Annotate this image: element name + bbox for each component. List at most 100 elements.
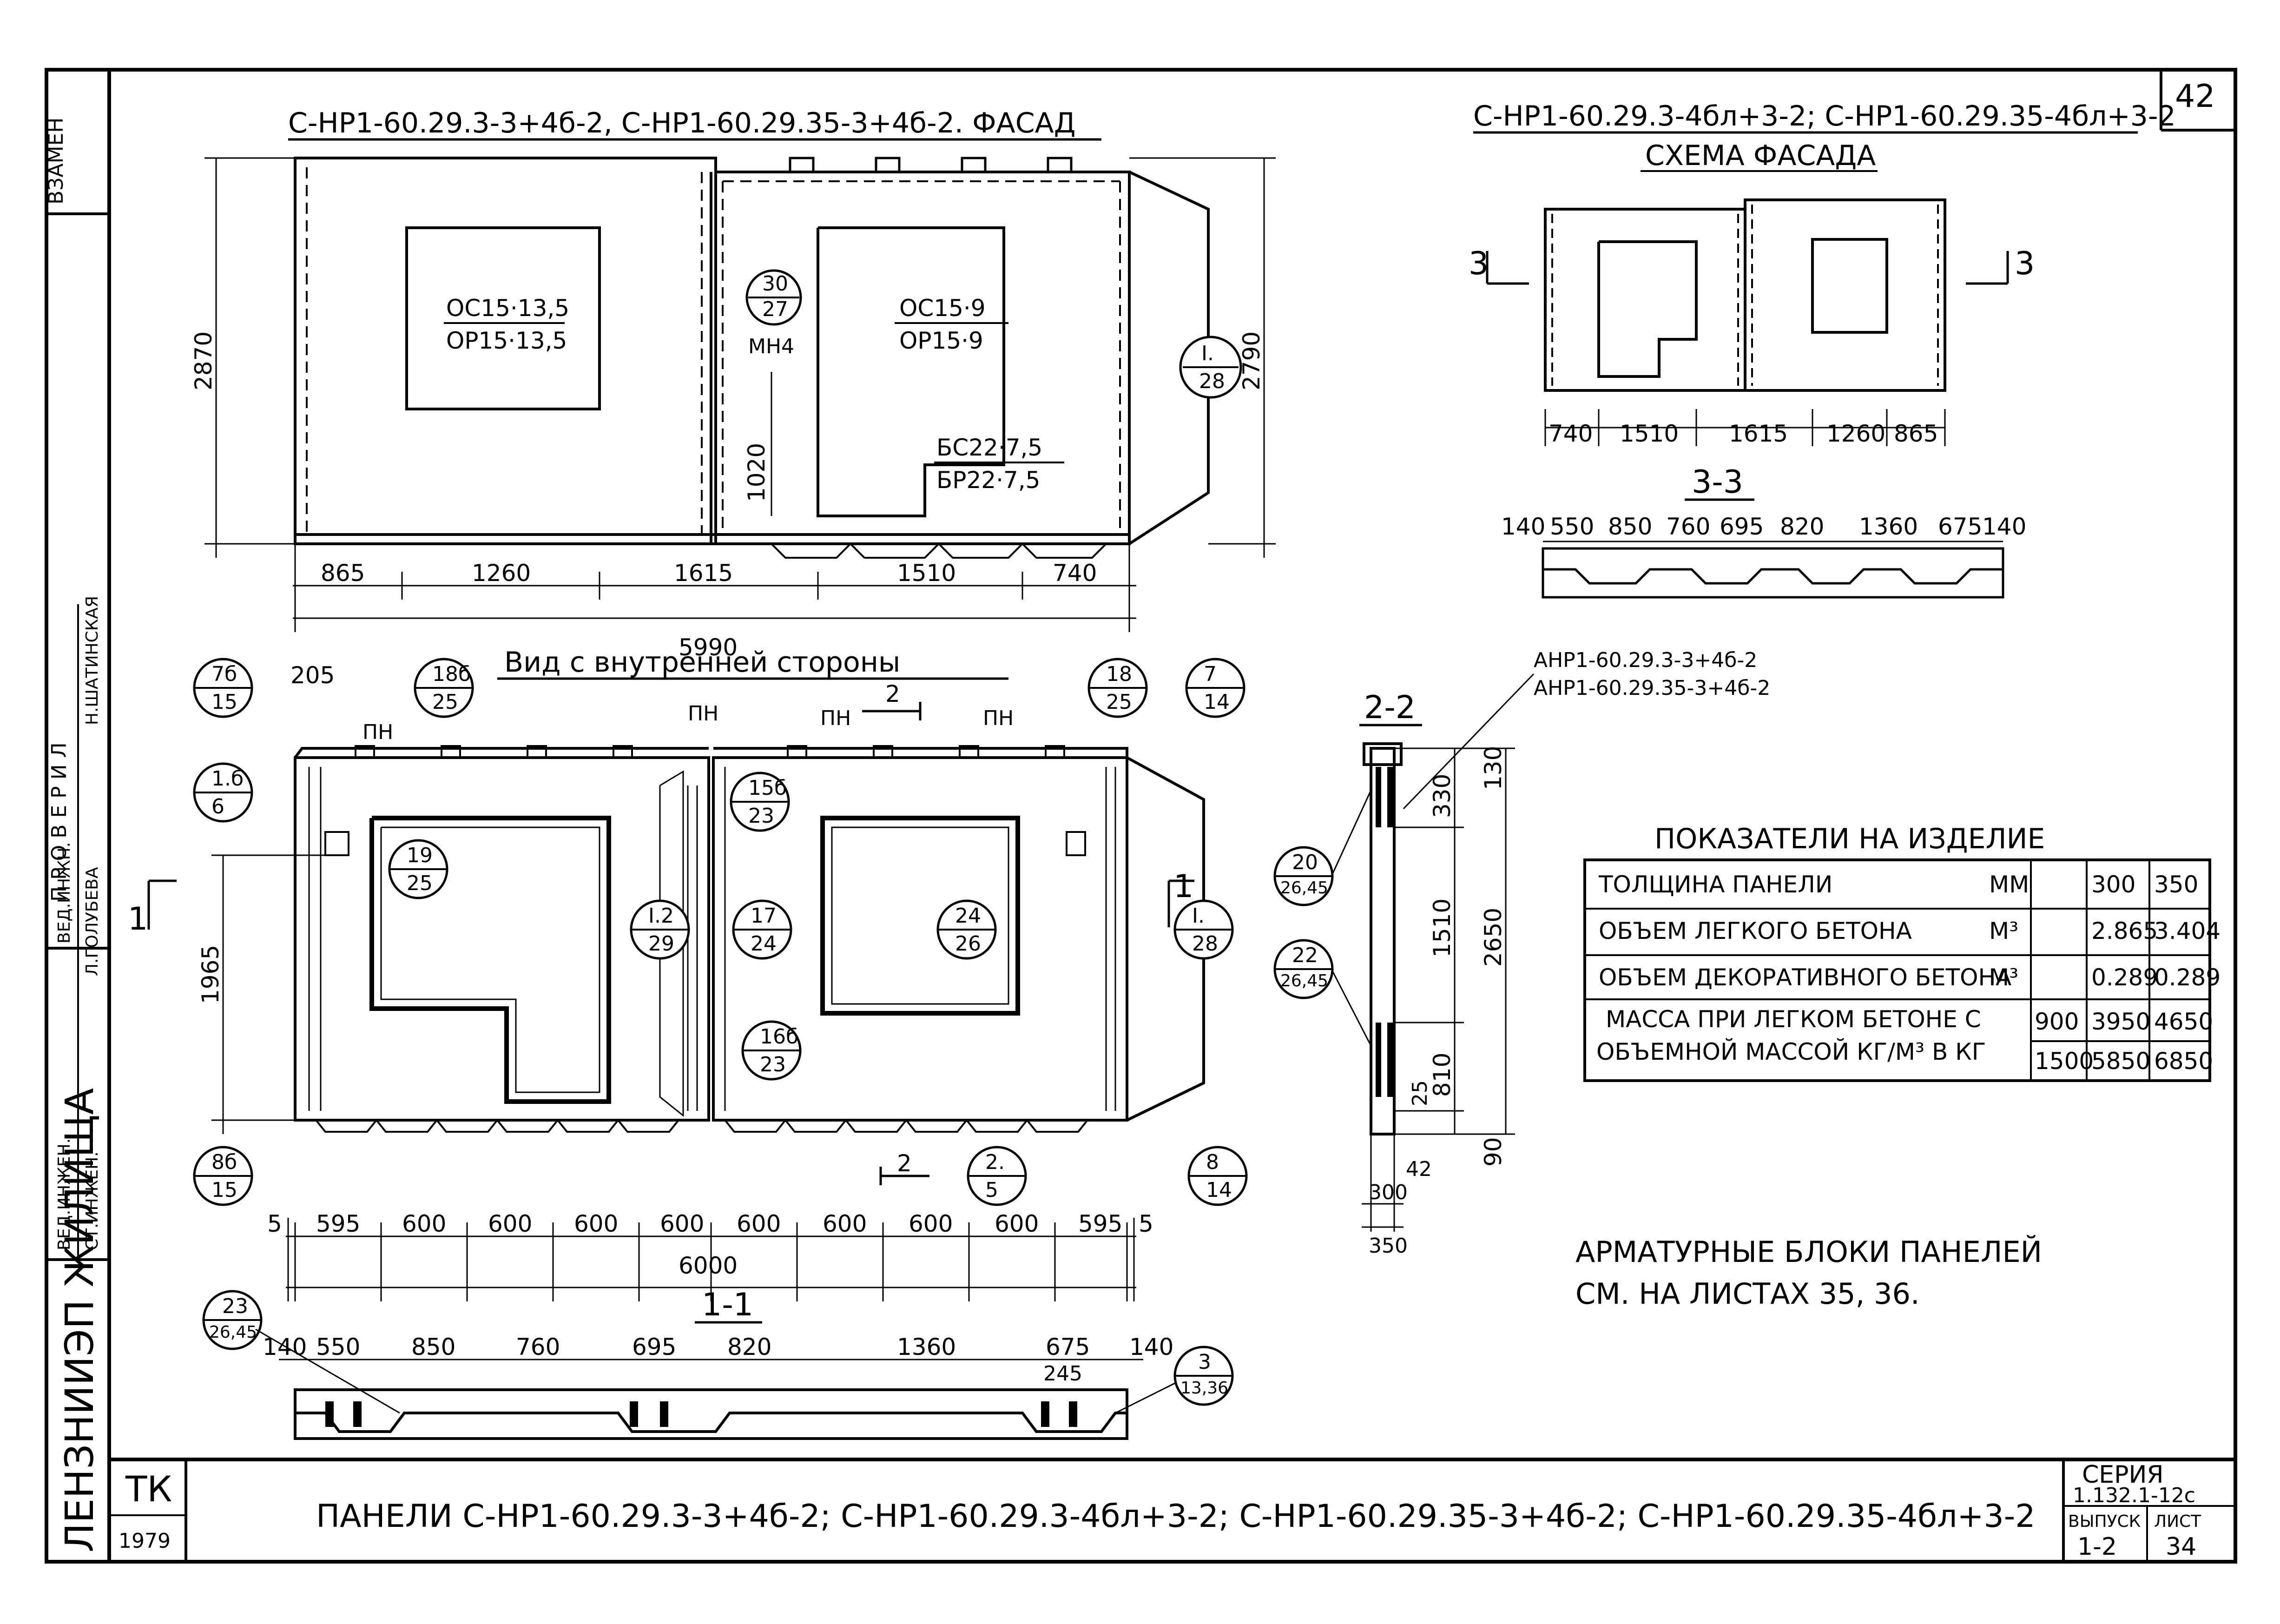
section11-title: 1-1 bbox=[702, 1287, 753, 1323]
series-value: 1.132.1-12с bbox=[2073, 1484, 2195, 1507]
facade-main: С-НР1-60.29.3-3+4б-2, С-НР1-60.29.35-3+4… bbox=[190, 107, 1276, 661]
callout-top: 7б bbox=[211, 662, 237, 686]
inner-dim: 5 bbox=[1139, 1210, 1153, 1237]
callout-bottom: 6 bbox=[211, 795, 224, 819]
cut2-top: 2 bbox=[885, 680, 900, 707]
inner-dim: 600 bbox=[574, 1210, 618, 1237]
indicator-label: ТОЛЩИНА ПАНЕЛИ bbox=[1598, 871, 1832, 898]
facade-bottom-teeth bbox=[771, 542, 1107, 559]
facade-dim: 740 bbox=[1053, 560, 1097, 587]
dim-300: 300 bbox=[1369, 1181, 1408, 1204]
dim-330: 330 bbox=[1429, 774, 1456, 818]
indicator-unit: ММ bbox=[1989, 871, 2029, 898]
section22-mark-1: АНР1-60.29.3-3+4б-2 bbox=[1534, 648, 1757, 672]
inner-view: Вид с внутренней стороны 205 bbox=[128, 646, 1248, 1301]
balcony-door-top-label: БС22·7,5 bbox=[936, 434, 1042, 461]
inner-dim: 600 bbox=[909, 1210, 953, 1237]
ved-inzh-label: ВЕД.ИНЖН. bbox=[55, 842, 74, 944]
facade-lifting-loops bbox=[789, 157, 1073, 173]
section33-dim: 550 bbox=[1550, 513, 1594, 540]
title-block: ТК 1979 ПАНЕЛИ С-НР1-60.29.3-3+4б-2; С-Н… bbox=[119, 1461, 2201, 1561]
callout-top: 19 bbox=[407, 844, 433, 867]
section22-mark-2: АНР1-60.29.35-3+4б-2 bbox=[1534, 676, 1770, 700]
callout-bottom: 25 bbox=[432, 690, 458, 714]
callout-22-2645: 22 26,45 bbox=[1273, 939, 1334, 999]
facade-scheme: С-НР1-60.29.3-4бл+3-2; С-НР1-60.29.35-4б… bbox=[1469, 100, 2176, 447]
facade-dim: 1510 bbox=[897, 560, 956, 587]
svg-text:26,45: 26,45 bbox=[1280, 971, 1328, 990]
indicator-unit: М³ bbox=[1989, 964, 2018, 991]
callout-bubble: I.28 bbox=[1173, 899, 1234, 960]
section11-dim: 550 bbox=[316, 1334, 360, 1360]
mass-value-300: 3950 bbox=[2091, 1008, 2150, 1035]
inner-dim: 600 bbox=[402, 1210, 446, 1237]
inner-dim: 600 bbox=[995, 1210, 1039, 1237]
facade-total-width: 5990 bbox=[679, 634, 738, 661]
section33-dim: 695 bbox=[1720, 513, 1764, 540]
inner-dim: 5 bbox=[267, 1210, 282, 1237]
section11-dim: 820 bbox=[727, 1334, 771, 1360]
callout-I-28-facade: I. 28 bbox=[1179, 336, 1242, 399]
svg-text:20: 20 bbox=[1292, 851, 1318, 874]
note: АРМАТУРНЫЕ БЛОКИ ПАНЕЛЕЙ СМ. НА ЛИСТАХ 3… bbox=[1575, 1235, 2042, 1311]
indicator-value-350: 350 bbox=[2154, 871, 2198, 898]
indicator-value-350: 0.289 bbox=[2154, 964, 2221, 991]
issue-label: ВЫПУСК bbox=[2068, 1512, 2141, 1531]
callout-bottom: 15 bbox=[211, 1178, 237, 1202]
svg-text:30: 30 bbox=[762, 272, 788, 296]
window2-top-label: ОС15·9 bbox=[899, 295, 986, 322]
callout-3-1336: 3 13,36 bbox=[1173, 1346, 1234, 1406]
inner-dim: 600 bbox=[737, 1210, 781, 1237]
scheme-title: С-НР1-60.29.3-4бл+3-2; С-НР1-60.29.35-4б… bbox=[1473, 100, 2176, 132]
indicator-label: ОБЪЕМ ДЕКОРАТИВНОГО БЕТОНА bbox=[1599, 964, 2011, 991]
organization-label: ЛЕНЗНИИЭП ЖИЛИЩА bbox=[57, 1088, 102, 1552]
inner-top-loops bbox=[324, 745, 1086, 856]
issue-value: 1-2 bbox=[2077, 1533, 2117, 1561]
section33-title: 3-3 bbox=[1692, 464, 1743, 501]
dim-205: 205 bbox=[290, 662, 335, 689]
dim-1510-v: 1510 bbox=[1429, 898, 1456, 957]
stamp-year: 1979 bbox=[119, 1529, 171, 1553]
sheet-title: ПАНЕЛИ С-НР1-60.29.3-3+4б-2; С-НР1-60.29… bbox=[316, 1498, 2036, 1535]
sheet-value: 34 bbox=[2166, 1533, 2196, 1561]
proveril-label: П Р О В Е Р И Л bbox=[47, 742, 71, 902]
callout-top: 1.б bbox=[211, 767, 244, 791]
svg-text:26,45: 26,45 bbox=[209, 1323, 257, 1342]
callout-top: 16б bbox=[760, 1025, 798, 1049]
callout-bubble: 1.б6 bbox=[193, 762, 253, 823]
scheme-cut-left: 3 bbox=[1469, 245, 1489, 282]
callout-top: 17 bbox=[751, 904, 777, 928]
svg-text:27: 27 bbox=[762, 297, 788, 321]
series-label: СЕРИЯ bbox=[2082, 1461, 2164, 1489]
inner-bottom-teeth bbox=[315, 1118, 1088, 1133]
callout-bottom: 14 bbox=[1206, 1178, 1232, 1202]
inner-view-title: Вид с внутренней стороны bbox=[504, 646, 900, 679]
callout-20-2645: 20 26,45 bbox=[1273, 846, 1334, 906]
cut1-left: 1 bbox=[128, 901, 148, 937]
inner-total-width: 6000 bbox=[679, 1252, 738, 1279]
indicator-value-300: 300 bbox=[2091, 871, 2135, 898]
window1-top-label: ОС15·13,5 bbox=[446, 295, 569, 322]
section33-dim: 820 bbox=[1780, 513, 1824, 540]
scheme-subtitle: СХЕМА ФАСАДА bbox=[1645, 139, 1876, 172]
svg-text:23: 23 bbox=[222, 1294, 248, 1318]
mn-mark: МН4 bbox=[748, 335, 794, 358]
callout-bubble: 2.5 bbox=[967, 1146, 1027, 1206]
section33-dim: 140 bbox=[1501, 513, 1545, 540]
callout-bottom: 5 bbox=[985, 1178, 998, 1202]
section11-dim: 850 bbox=[411, 1334, 455, 1360]
section11-dim: 760 bbox=[516, 1334, 560, 1360]
balcony-door-bottom-label: БР22·7,5 bbox=[936, 467, 1041, 494]
facade-height-left: 2870 bbox=[190, 331, 217, 390]
facade-dim: 1260 bbox=[472, 560, 531, 587]
svg-text:3: 3 bbox=[1198, 1350, 1211, 1374]
